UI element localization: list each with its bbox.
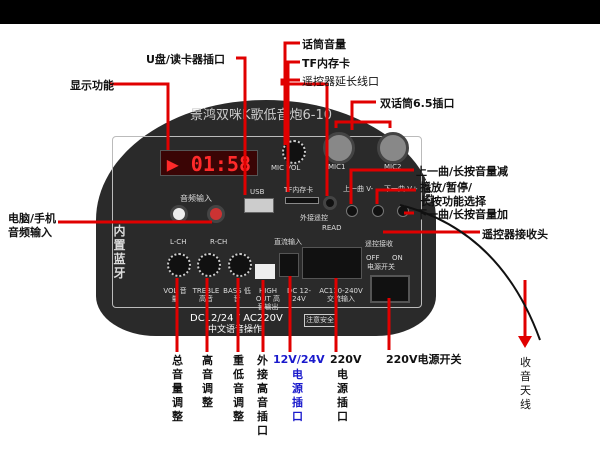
line-dual-mic [350,100,376,130]
high-out-label: HIGH OUT 高音输出 [255,287,281,311]
high-out-port[interactable] [255,264,275,279]
dc-in-label: 直流输入 [274,238,302,246]
voice-label: 中文语音操作 [208,325,263,335]
callout-play-2: 长按功能选择 [420,195,486,208]
callout-remote-ext: 遥控器延长线口 [302,75,379,88]
ac-input-socket[interactable] [302,247,362,279]
mic-vol-label: MIC VOL [271,164,301,172]
treble-knob[interactable] [197,253,221,277]
callout-ac-power: 220V [330,353,362,366]
spec-label: DC12/24 / AC220V [190,313,283,324]
rca-right-jack[interactable] [207,205,225,223]
line-usb [236,56,247,195]
mic1-label: MIC1 [328,163,346,171]
callout-ac-power-2: 电源插口 [337,368,348,423]
line-mic-volume [283,41,300,145]
callout-usb-port: U盘/读卡器插口 [146,53,225,66]
antenna-arrow [518,336,532,348]
play-pause-button[interactable] [372,205,384,217]
line-remote-ext [280,78,329,196]
builtin-bluetooth-label: 内置蓝牙 [113,224,126,280]
usb-port[interactable] [244,198,274,213]
callout-dual-mic: 双话筒6.5插口 [380,97,455,110]
line-dual-mic-fork [334,120,392,128]
ext-remote-label: 外接遥控 [300,214,328,222]
callout-remote-recv: 遥控器接收头 [482,228,548,241]
callout-high-out: 外接高音插口 [257,354,268,437]
callout-treble: 高音调整 [202,354,213,409]
prev-label: 上一曲 V- [343,185,374,193]
lcd-display: ▶ 01:58 [160,150,258,176]
callout-display: 显示功能 [70,79,114,92]
prev-button[interactable] [346,205,358,217]
mic2-label: MIC2 [384,163,402,171]
brand-label: 景鸿双咪K歌低音炮6-10 [190,108,333,123]
power-switch-label: 电源开关 [367,263,395,271]
line-play [375,188,416,204]
callout-dc-power-1: 12V/24V [273,353,325,366]
callout-total-volume: 总音量调整 [172,354,183,423]
usb-label: USB [250,188,265,196]
top-bar [0,0,600,24]
callout-prev: 上一曲/长按音量减 [416,165,509,178]
callout-tf-card: TF内存卡 [302,57,351,70]
power-off-label: OFF [366,254,380,262]
vol-label: VOL 音量 [163,287,187,303]
callout-dc-power-2: 电源插口 [292,368,303,423]
line-tf [286,60,300,192]
callout-play-1: 播放/暂停/ [420,181,473,194]
read-label: READ [322,224,342,232]
rch-label: R-CH [210,238,228,246]
antenna-wire [399,204,541,341]
callout-next: 下一曲/长按音量加 [416,208,509,221]
remote-extension-jack[interactable] [323,196,337,210]
callout-audio-in-1: 电脑/手机 [8,212,57,225]
tf-label: TF内存卡 [284,186,314,194]
power-on-label: ON [392,254,403,262]
remote-recv-label: 遥控接收 [365,240,393,248]
lch-label: L-CH [170,238,187,246]
callout-audio-in-2: 音频输入 [8,226,52,239]
callout-power-switch: 220V电源开关 [386,353,462,366]
audio-in-label: 音频输入 [180,194,212,203]
callout-mic-volume: 话筒音量 [302,38,346,51]
callout-bass: 重低音调整 [233,354,244,423]
volume-knob[interactable] [167,253,191,277]
bass-knob[interactable] [228,253,252,277]
callout-antenna: 收音天线 [520,356,531,411]
ac-label: AC110-240V 交流输入 [319,287,363,303]
tf-slot[interactable] [285,197,319,204]
dc-label: DC 12-24V [287,287,311,303]
mic2-jack[interactable] [377,132,409,164]
line-prev [349,168,414,204]
line-display [110,82,170,150]
